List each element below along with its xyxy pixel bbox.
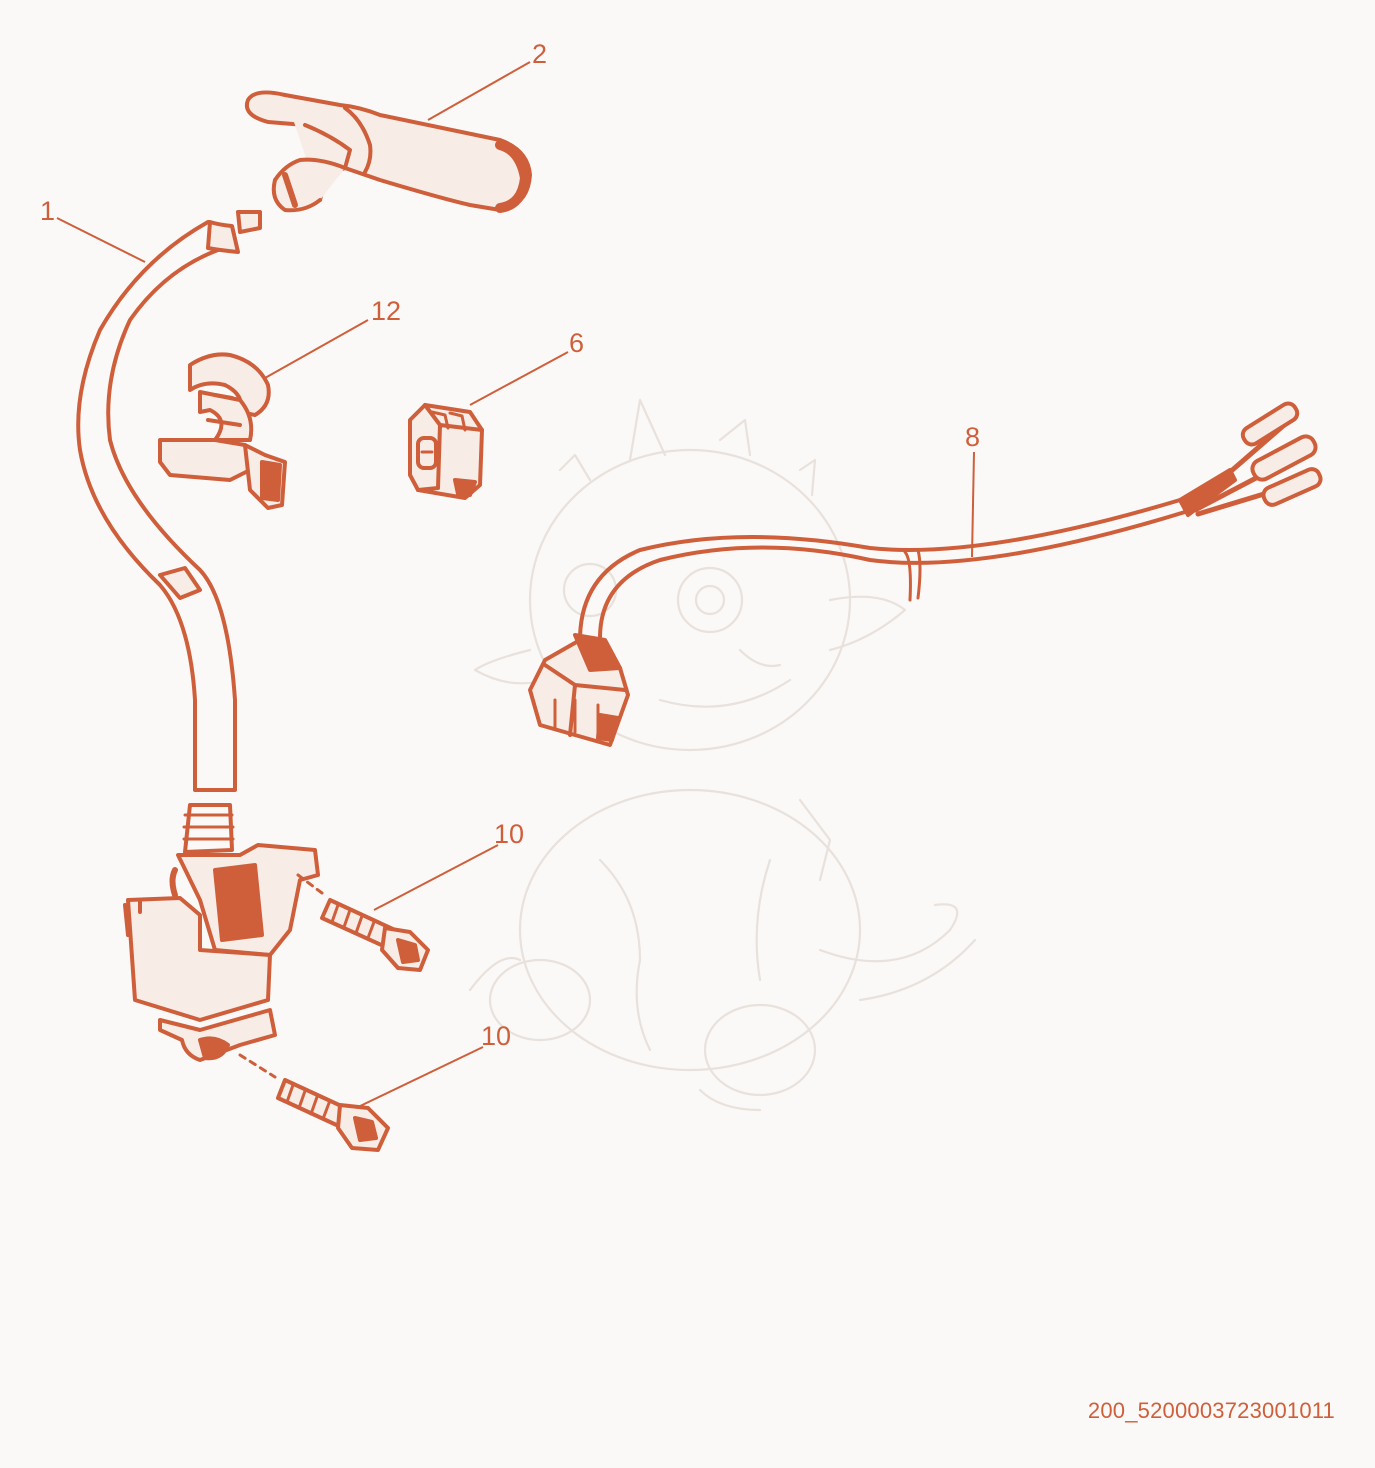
leader-12 <box>264 319 369 379</box>
part-10-bolt-upper <box>320 898 430 972</box>
callout-2: 2 <box>532 39 547 69</box>
bolt-axis-dashes <box>238 873 324 1079</box>
part-12-clip <box>158 352 287 510</box>
callout-1: 1 <box>40 196 55 226</box>
callout-6: 6 <box>569 328 584 358</box>
part-1-cable-with-coil <box>76 210 320 1062</box>
baby-dragon-watermark-icon <box>468 398 977 1112</box>
part-2-elbow-boot <box>245 90 532 213</box>
leader-10a <box>373 844 499 911</box>
part-10-bolt-lower <box>276 1078 390 1152</box>
leader-lines <box>56 61 975 1109</box>
leader-10b <box>355 1046 484 1109</box>
callout-10b: 10 <box>481 1021 511 1051</box>
leader-6 <box>469 351 569 406</box>
leader-8 <box>971 451 975 558</box>
part-6-block-connector <box>408 403 484 500</box>
part-8-wire-harness <box>528 401 1323 747</box>
drawing-reference-code: 200_5200003723001011 <box>1087 1398 1335 1423</box>
callout-8: 8 <box>965 422 980 452</box>
leader-1 <box>56 217 146 263</box>
callout-labels: 1 2 12 6 8 10 10 <box>40 39 980 1051</box>
callout-10a: 10 <box>494 819 524 849</box>
leader-2 <box>427 61 531 121</box>
callout-12: 12 <box>371 296 401 326</box>
